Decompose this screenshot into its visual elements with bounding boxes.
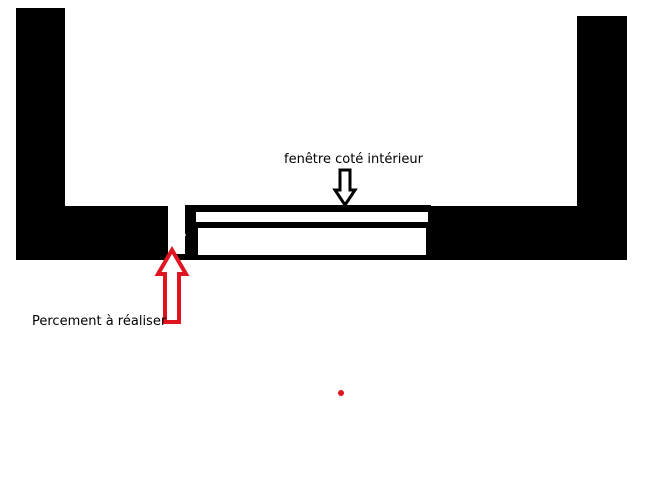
right-wall xyxy=(430,16,627,260)
down-arrow-icon xyxy=(332,168,358,208)
window-side-label: fenêtre coté intérieur xyxy=(284,152,423,167)
left-wall xyxy=(16,8,168,260)
drilling-label: Percement à réaliser xyxy=(32,314,167,329)
drill-hole xyxy=(168,206,186,236)
up-arrow-icon xyxy=(154,246,190,324)
floor-strip xyxy=(168,254,430,260)
window-pane-lower xyxy=(198,228,426,255)
window-pane-upper xyxy=(196,212,428,222)
marker-dot xyxy=(338,390,344,396)
